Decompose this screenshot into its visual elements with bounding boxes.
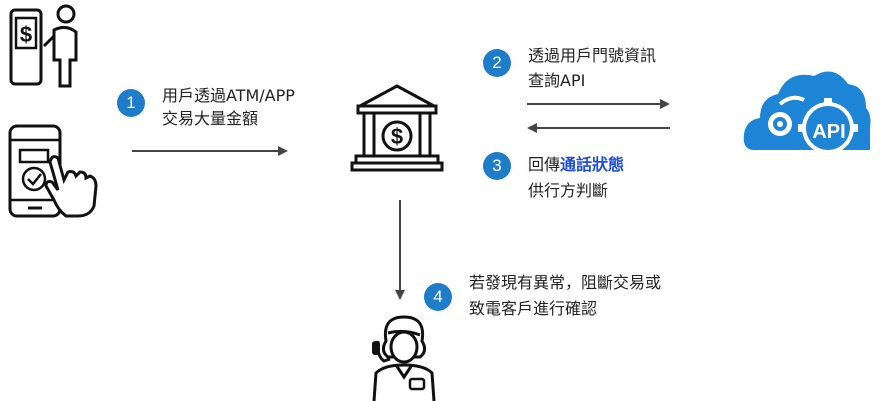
api-cloud-icon: API — [743, 71, 871, 154]
arrow-user-to-bank — [132, 146, 288, 156]
call-agent-icon — [372, 315, 436, 401]
step-1-badge: 1 — [117, 89, 145, 117]
arrow-bank-to-api — [527, 99, 670, 109]
step-2-line1: 透過用戶門號資訊 — [528, 46, 657, 65]
step-3-line1: 回傳通話狀態 — [528, 154, 624, 176]
step-4-line2: 致電客戶進行確認 — [469, 299, 598, 318]
step-1-line1: 用戶透過ATM/APP — [162, 86, 295, 105]
step-2-badge: 2 — [483, 49, 511, 77]
arrow-api-to-bank — [527, 123, 670, 133]
arrow-bank-to-agent — [395, 200, 405, 300]
mobile-touch-icon — [8, 124, 98, 218]
api-label: API — [812, 121, 845, 143]
call-status-highlight: 通話狀態 — [560, 155, 625, 174]
step-3-badge: 3 — [483, 152, 511, 180]
atm-dollar-sign: $ — [20, 22, 32, 47]
bank-dollar-sign: $ — [391, 124, 403, 149]
step-4-badge: 4 — [424, 283, 452, 311]
step-2-line2: 查詢API — [528, 71, 586, 90]
step-4-line1: 若發現有異常，阻斷交易或 — [469, 273, 662, 292]
step-3-line2: 供行方判斷 — [528, 181, 609, 200]
bank-icon: $ — [350, 84, 444, 172]
step-1-line2: 交易大量金額 — [162, 109, 259, 128]
atm-icon: $ — [9, 4, 78, 88]
step-3-prefix: 回傳 — [528, 155, 561, 174]
